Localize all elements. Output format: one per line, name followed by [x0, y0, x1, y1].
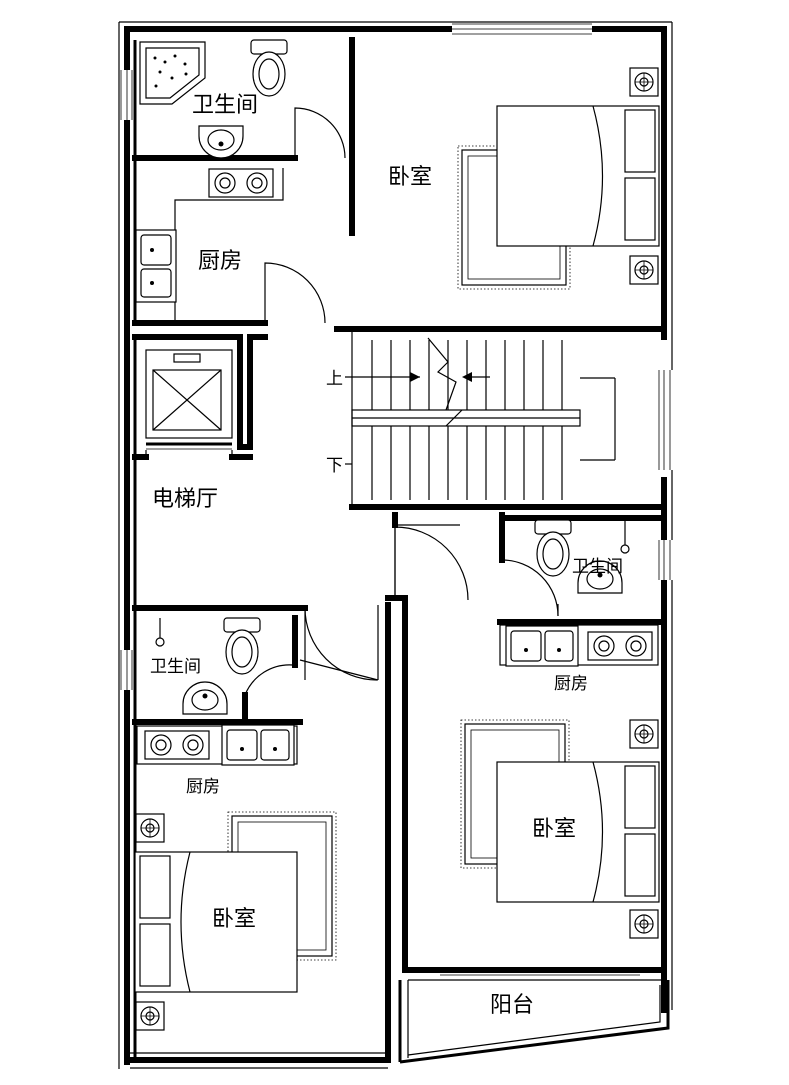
bedroom-left-label: 卧室: [212, 907, 256, 932]
elevator-hall-label: 电梯厅: [152, 487, 218, 512]
bedroom-top: 卧室: [334, 37, 667, 332]
bath-left-label: 卫生间: [150, 657, 201, 677]
kitchen-right-label: 厨房: [554, 674, 588, 694]
bath-top: 卫生间: [132, 39, 346, 161]
kitchen-left-label: 厨房: [186, 777, 220, 797]
bath-top-label: 卫生间: [192, 93, 258, 118]
corridor-doors: [299, 525, 469, 681]
bedroom-top-label: 卧室: [388, 165, 432, 190]
bath-right-label: 卫生间: [572, 557, 623, 577]
elevator-hall: 电梯厅: [132, 334, 268, 605]
bath-right: 卫生间: [385, 512, 663, 970]
balcony: 阳台: [398, 967, 670, 1064]
bath-left: 卫生间: [132, 605, 308, 1058]
kitchen-top: 厨房: [132, 158, 326, 326]
stairs-up-label: 上: [326, 369, 343, 389]
kitchen-left: 厨房: [136, 724, 298, 797]
bedroom-right: 卧室: [460, 719, 660, 939]
kitchen-right: 厨房: [497, 619, 663, 694]
bedroom-left: 卧室: [134, 602, 391, 1061]
balcony-label: 阳台: [490, 993, 534, 1018]
bedroom-right-label: 卧室: [532, 817, 576, 842]
stairs: 上 下: [326, 329, 667, 510]
stairs-down-label: 下: [326, 456, 343, 476]
kitchen-top-label: 厨房: [198, 249, 242, 274]
exterior-walls: [118, 21, 674, 1069]
